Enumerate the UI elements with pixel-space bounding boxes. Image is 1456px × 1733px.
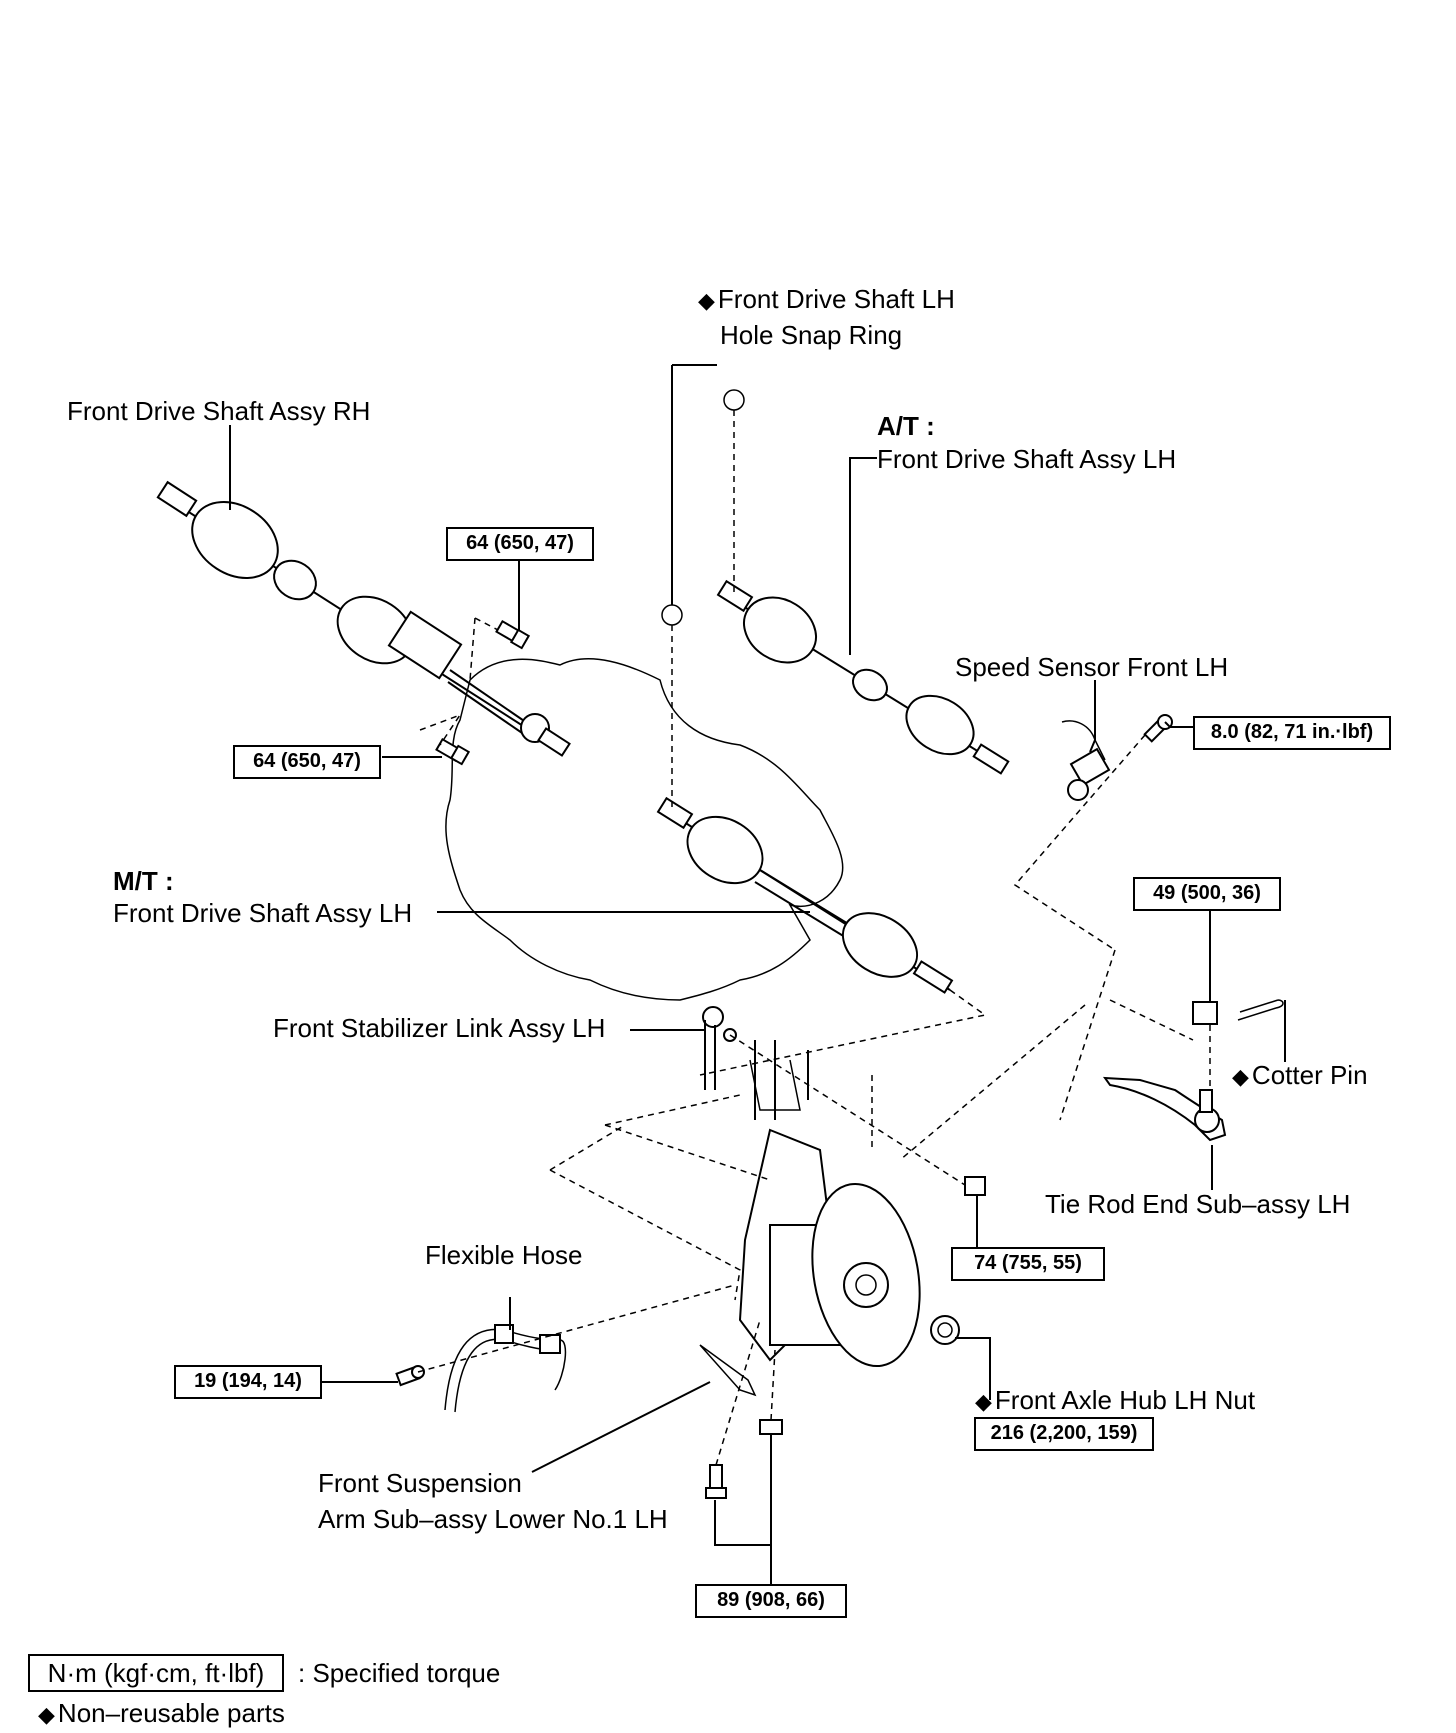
axle-hub-nut-part bbox=[930, 1315, 960, 1345]
assembly-dash-lines bbox=[417, 410, 1211, 1466]
rh-upper-bolt-part bbox=[495, 619, 531, 650]
tie-rod-nut-part bbox=[1192, 1001, 1218, 1025]
lower-arm-label-line1: Front Suspension bbox=[318, 1468, 522, 1498]
stabilizer-link-part bbox=[702, 1006, 737, 1090]
legend-unit-box: N·m (kgf·cm, ft·lbf) bbox=[28, 1654, 284, 1692]
non-reusable-diamond-icon: ◆ bbox=[38, 1702, 55, 1727]
at-prefix-label: A/T : bbox=[877, 411, 935, 441]
tie-rod-end-label: Tie Rod End Sub–assy LH bbox=[1045, 1189, 1351, 1219]
torque-axle-hub-nut: 216 (2,200, 159) bbox=[974, 1417, 1154, 1451]
rh-drive-shaft-part bbox=[156, 480, 571, 757]
speed-sensor-bolt-part bbox=[1143, 714, 1173, 743]
mt-prefix-label: M/T : bbox=[113, 866, 174, 896]
rh-shaft-label: Front Drive Shaft Assy RH bbox=[67, 396, 371, 426]
mt-shaft-label: Front Drive Shaft Assy LH bbox=[113, 898, 413, 928]
flexible-hose-label: Flexible Hose bbox=[425, 1240, 583, 1270]
torque-rh-upper-bolt: 64 (650, 47) bbox=[446, 527, 594, 561]
speed-sensor-part bbox=[1061, 720, 1111, 801]
snap-ring-label-line2: Hole Snap Ring bbox=[720, 320, 903, 350]
snap-ring-label-line1: ◆Front Drive Shaft LH bbox=[698, 284, 955, 314]
non-reusable-diamond-icon: ◆ bbox=[1232, 1064, 1249, 1089]
cotter-pin-part bbox=[1237, 999, 1284, 1021]
leader-lines bbox=[229, 364, 1286, 1584]
non-reusable-diamond-icon: ◆ bbox=[698, 288, 715, 313]
rh-lower-bolt-part bbox=[435, 737, 471, 766]
speed-sensor-label: Speed Sensor Front LH bbox=[955, 652, 1229, 682]
cotter-pin-label: ◆Cotter Pin bbox=[1232, 1060, 1368, 1090]
legend-non-reusable: ◆Non–reusable parts bbox=[38, 1698, 285, 1728]
lower-arm-nut-part bbox=[759, 1419, 783, 1435]
at-shaft-label: Front Drive Shaft Assy LH bbox=[877, 444, 1177, 474]
snap-ring-upper bbox=[723, 389, 745, 411]
lower-arm-label-line2: Arm Sub–assy Lower No.1 LH bbox=[318, 1504, 668, 1534]
transaxle-housing bbox=[445, 658, 844, 1001]
torque-stabilizer-nut: 74 (755, 55) bbox=[951, 1247, 1105, 1281]
torque-tie-rod-nut: 49 (500, 36) bbox=[1133, 877, 1281, 911]
mt-lh-drive-shaft-part bbox=[656, 796, 954, 994]
flexible-hose-part bbox=[444, 1324, 567, 1413]
torque-lower-arm-bolts: 89 (908, 66) bbox=[695, 1584, 847, 1618]
axle-hub-nut-label: ◆Front Axle Hub LH Nut bbox=[975, 1385, 1256, 1415]
stabilizer-nut-part bbox=[964, 1176, 986, 1196]
lower-arm-bolt-part bbox=[705, 1464, 727, 1499]
steering-knuckle-part bbox=[738, 1040, 921, 1368]
legend-unit-desc: : Specified torque bbox=[298, 1658, 501, 1688]
tie-rod-end-part bbox=[1102, 1076, 1227, 1142]
flexible-hose-bolt-part bbox=[395, 1365, 425, 1387]
at-lh-drive-shaft-part bbox=[716, 579, 1010, 775]
torque-speed-sensor-bolt: 8.0 (82, 71 in.·lbf) bbox=[1193, 716, 1391, 750]
lower-arm-part bbox=[699, 1344, 757, 1397]
snap-ring-lower bbox=[661, 604, 683, 626]
stabilizer-link-label: Front Stabilizer Link Assy LH bbox=[273, 1013, 606, 1043]
torque-flexible-hose-bolt: 19 (194, 14) bbox=[174, 1365, 322, 1399]
torque-rh-lower-bolt: 64 (650, 47) bbox=[233, 745, 381, 779]
non-reusable-diamond-icon: ◆ bbox=[975, 1389, 992, 1414]
